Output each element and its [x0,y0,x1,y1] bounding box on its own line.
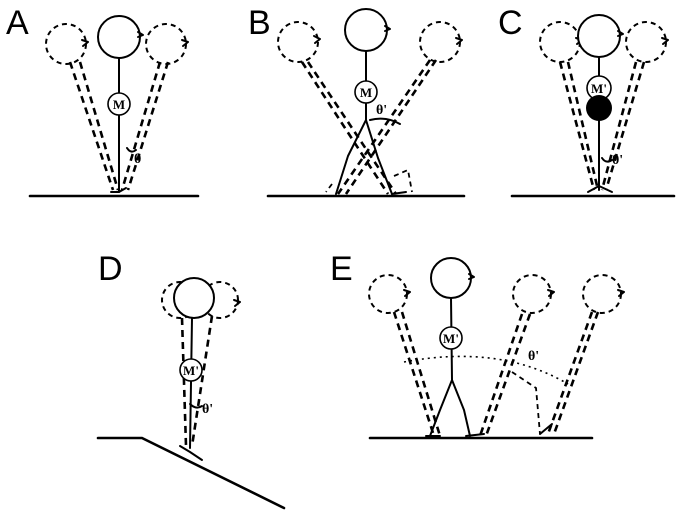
angle-label: θ' [376,103,387,118]
head-left-dashed [277,21,319,63]
foot-dashed [325,183,333,193]
pendulum-right-dashed [600,61,638,191]
panel-e-label: E [330,250,353,288]
head-right-dashed [625,21,667,63]
nose-icon [137,31,144,38]
pendulum-right-dashed [190,315,214,447]
leg-right [451,379,471,437]
head-right-dashed [145,23,187,65]
foot [587,185,613,193]
pendulum-mid-dashed [484,313,532,437]
pendulum-left-dashed [180,317,188,447]
foot [539,423,553,435]
angle-label: θ' [528,349,539,364]
center-of-mass [439,326,463,350]
panel-e: E M' θ' [330,250,625,440]
pendulum-left-dashed [400,311,442,437]
nose-icon [617,30,624,37]
pendulum-left-dashed [392,311,436,437]
head-left-dashed [45,23,87,65]
leg-left [335,119,367,195]
panel-b: B M θ' [248,4,466,198]
pendulum-left-dashed [566,61,600,191]
nose-icon [181,39,189,47]
head-upright [344,8,388,52]
pendulum-right-dashed [604,61,646,191]
head-upright [577,14,621,58]
panel-d: D M' θ' [96,250,286,510]
pendulum-mid-dashed [478,313,524,437]
foot [110,187,127,193]
panel-c: C M' θ' [498,4,676,198]
sloped-ground [96,436,286,510]
foot [391,191,407,195]
angle-arc [189,403,203,409]
nose-icon [233,299,241,307]
center-of-mass [179,358,203,382]
head-upright [430,257,472,299]
angle-label: θ' [612,153,623,168]
pendulum-left-dashed [300,61,390,195]
angle-label: θ [134,152,141,167]
nose-icon [661,37,669,45]
swing-leg-dashed [511,371,541,435]
pendulum-right-dashed [126,61,170,191]
center-of-mass [354,80,378,104]
angle-arc [601,157,613,163]
nose-icon [547,289,555,297]
nose-icon [81,39,89,47]
mass-label: M [360,85,372,100]
mass-label: M' [443,331,459,346]
panel-a-label: A [6,4,29,42]
added-load [586,95,612,121]
nose-icon [468,273,475,280]
mass-label: M' [183,363,199,378]
pendulum-upright [189,317,193,449]
pendulum-left-dashed [78,61,120,191]
com-trajectory-arc [403,355,569,385]
nose-icon [313,35,321,44]
nose-icon [617,289,625,297]
foot-dashed [393,168,413,193]
pendulum-right-dashed [120,61,162,191]
head-right-dashed [582,274,622,314]
pendulum-right-dashed [552,311,600,435]
foot [179,445,203,461]
head-upright [97,15,141,59]
angle-label: θ' [202,402,213,417]
pendulum-right-dashed [336,59,432,195]
pendulum-left-dashed [558,61,596,191]
pendulum-right-dashed [546,311,594,435]
panel-b-label: B [248,4,271,42]
panel-a: A M θ [6,4,200,198]
head-upright [173,277,215,319]
mass-label: M [113,97,125,112]
nose-icon [403,289,411,297]
mass-label: M' [591,81,607,96]
pendulum-left-dashed [306,61,398,195]
head-right-dashed [419,21,461,63]
nose-icon [384,25,391,32]
head-mid-dashed [512,274,552,314]
leg-left [429,379,453,437]
head-left-dashed [368,274,408,314]
pendulum-right-dashed [344,59,438,195]
leg-right [365,119,393,195]
panel-c-label: C [498,4,523,42]
angle-arc [369,117,401,125]
pendulum-left-dashed [68,61,115,191]
center-of-mass [107,92,131,116]
panel-d-label: D [98,250,123,288]
head-left-dashed [539,21,581,63]
foot [465,433,485,437]
nose-icon [455,37,463,45]
angle-arc [126,147,137,153]
